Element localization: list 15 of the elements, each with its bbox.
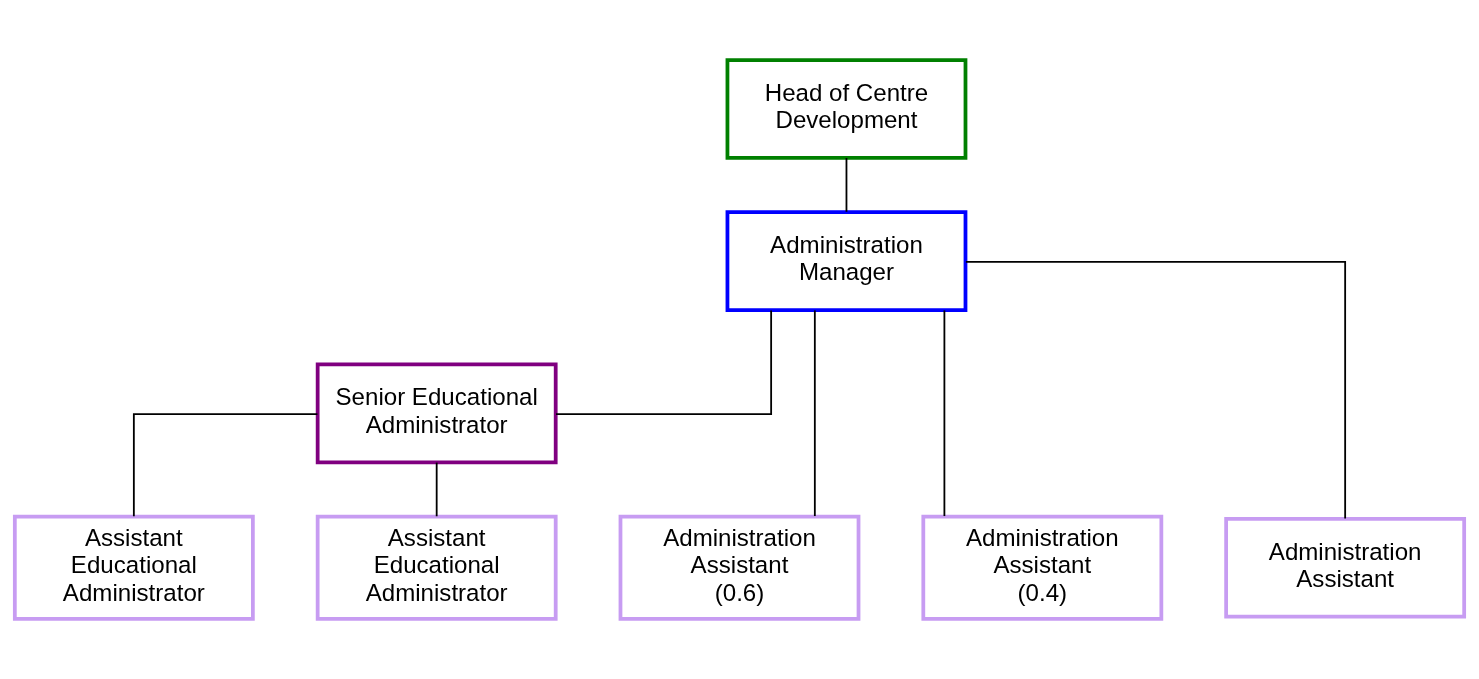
connector xyxy=(845,157,848,213)
node-box: Assistant Educational Administrator xyxy=(12,514,255,621)
connector xyxy=(435,461,438,518)
node-box: Administration Assistant (0.6) xyxy=(618,514,861,621)
node-box: Head of Centre Development xyxy=(725,58,968,160)
connector xyxy=(943,309,946,517)
node-box: Administration Manager xyxy=(725,210,968,312)
connector xyxy=(555,309,773,415)
node-box: Administration Assistant xyxy=(1224,516,1467,619)
node-box: Senior Educational Administrator xyxy=(315,362,558,465)
connector xyxy=(965,261,1347,520)
node-box: Administration Assistant (0.4) xyxy=(921,514,1164,621)
connector xyxy=(813,309,816,517)
node-box: Assistant Educational Administrator xyxy=(315,514,558,621)
connector xyxy=(132,413,319,518)
